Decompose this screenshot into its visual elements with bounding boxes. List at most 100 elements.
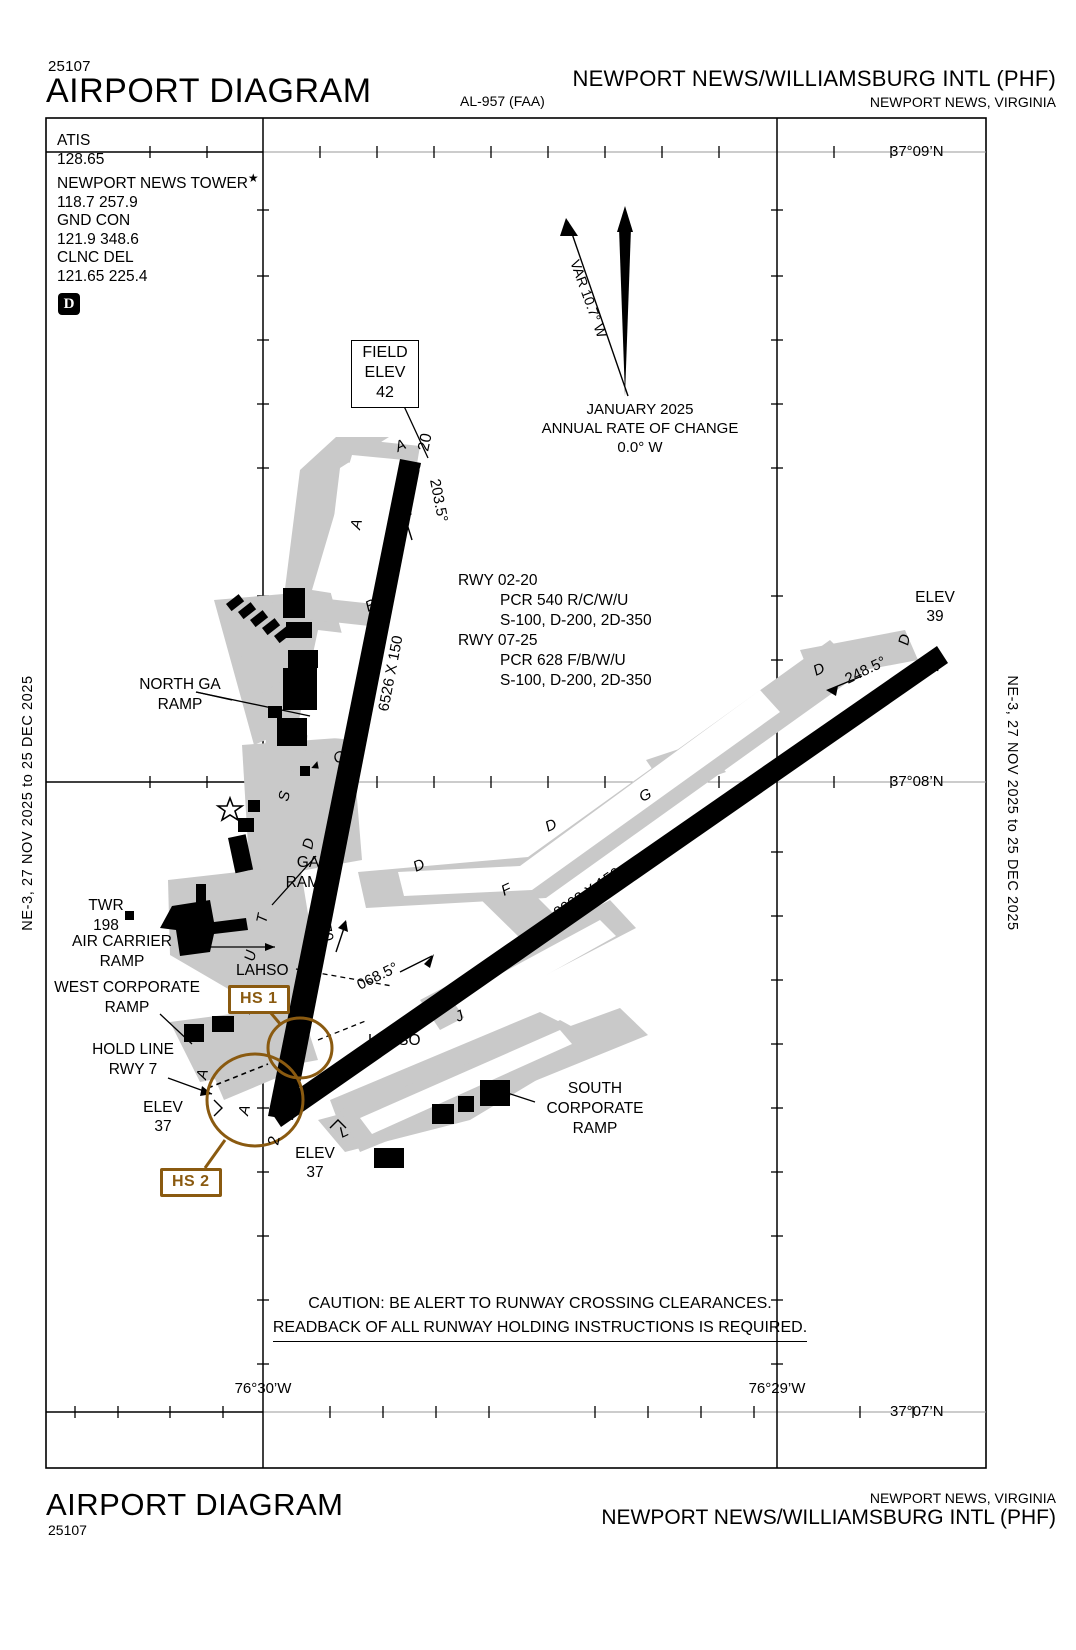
elev-rwy25-block: ELEV 39: [902, 588, 968, 626]
west-corporate-ramp-label: WEST CORPORATE RAMP: [38, 978, 216, 1018]
leader-lines: [159, 403, 536, 1103]
svg-text:D: D: [895, 633, 914, 647]
hotspot-2-box[interactable]: HS 2: [160, 1168, 222, 1197]
ga-ramp-label: GA RAMP: [272, 853, 344, 893]
footer-chart-number: 25107: [48, 1522, 87, 1538]
magnetic-variation-arrow: [560, 206, 633, 397]
svg-text:VAR 10.7° W: VAR 10.7° W: [567, 258, 610, 341]
caution-block: CAUTION: BE ALERT TO RUNWAY CROSSING CLE…: [180, 1292, 900, 1342]
atis-frequency: 128.65: [57, 150, 105, 168]
svg-text:25: 25: [925, 652, 945, 673]
hotspot-1-circle: [266, 1016, 334, 1080]
field-elev-line2: ELEV: [364, 364, 406, 381]
air-carrier-line1: AIR CARRIER: [72, 933, 172, 950]
svg-text:U: U: [241, 949, 260, 963]
lahso-lines: [295, 968, 393, 1041]
svg-text:D: D: [543, 816, 560, 836]
graticule-grid: [46, 118, 986, 1468]
air-carrier-line2: RAMP: [99, 953, 145, 970]
svg-text:2: 2: [265, 1134, 283, 1146]
gnd-con-label: GND CON: [57, 212, 131, 230]
runway-07-25: [269, 646, 948, 1127]
north-ga-ramp-line1: NORTH GA: [139, 676, 221, 693]
elev-rwy25-label: ELEV: [915, 589, 955, 606]
north-ga-ramp-line2: RAMP: [157, 696, 203, 713]
south-corporate-line2: CORPORATE: [546, 1100, 644, 1117]
lat-label-mid: 37°08’N: [890, 773, 944, 790]
north-ga-ramp-label: NORTH GA RAMP: [100, 675, 260, 715]
field-elev-value: 42: [376, 384, 394, 401]
caution-line1: CAUTION: BE ALERT TO RUNWAY CROSSING CLE…: [308, 1295, 772, 1312]
hold-line-line1: HOLD LINE: [92, 1041, 174, 1058]
map-frame: [45, 117, 987, 1469]
rwy-0725-designation: RWY 07-25: [458, 632, 538, 649]
variation-rate-label: ANNUAL RATE OF CHANGE: [541, 420, 739, 437]
svg-text:A: A: [193, 1068, 212, 1082]
buildings: [160, 588, 510, 1168]
variation-date: JANUARY 2025: [586, 401, 694, 418]
hotspot-1-box[interactable]: HS 1: [228, 985, 290, 1014]
footer-airport-name: NEWPORT NEWS/WILLIAMSBURG INTL (PHF): [601, 1506, 1056, 1529]
header-airport-name: NEWPORT NEWS/WILLIAMSBURG INTL (PHF): [572, 66, 1056, 91]
lon-label-right: 76°29’W: [748, 1380, 806, 1397]
svg-text:20: 20: [415, 432, 435, 453]
svg-text:A: A: [347, 518, 366, 532]
rwy-0220-designation: RWY 02-20: [458, 572, 538, 589]
pavement-gaps: [296, 455, 780, 1134]
elev-rwy02-value: 37: [306, 1164, 324, 1181]
rwy-0220-pcr: PCR 540 R/C/W/U: [500, 592, 629, 609]
west-corporate-line1: WEST CORPORATE: [54, 979, 200, 996]
tower-symbol: [125, 911, 134, 920]
elev-rwy25-value: 39: [926, 608, 944, 625]
runway-strength-block: RWY 02-20 PCR 540 R/C/W/U S-100, D-200, …: [458, 571, 652, 691]
field-elevation-box: FIELD ELEV 42: [351, 340, 419, 408]
lon-label-left: 76°30’W: [234, 1380, 292, 1397]
south-corporate-ramp-label: SOUTH CORPORATE RAMP: [525, 1079, 665, 1139]
twr-elevation: 198: [93, 917, 119, 934]
air-carrier-ramp-label: AIR CARRIER RAMP: [42, 932, 202, 972]
svg-text:S: S: [275, 790, 294, 803]
tower-star-icon: ★: [247, 171, 259, 185]
west-corporate-line2: RAMP: [104, 999, 150, 1016]
clnc-del-frequency: 121.65 225.4: [57, 267, 148, 285]
field-elev-line1: FIELD: [362, 344, 408, 361]
hold-line-line2: RWY 7: [108, 1061, 158, 1078]
ga-ramp-line2: RAMP: [285, 874, 331, 891]
rwy-0220-strength: S-100, D-200, 2D-350: [500, 612, 652, 629]
lahso-label-lower: LAHSO: [368, 1032, 421, 1049]
south-corporate-line3: RAMP: [572, 1120, 618, 1137]
svg-text:D: D: [299, 837, 318, 851]
heading-arrows: [335, 507, 863, 973]
footer-city-state: NEWPORT NEWS, VIRGINIA: [869, 1490, 1056, 1506]
atis-label: ATIS: [57, 132, 91, 149]
elev-rwy07-value: 37: [154, 1118, 172, 1135]
twr-label: TWR: [88, 897, 124, 914]
tower-label: NEWPORT NEWS TOWER★: [57, 171, 259, 193]
header-city-state: NEWPORT NEWS, VIRGINIA: [869, 94, 1056, 110]
beacon-star: [215, 795, 245, 822]
atis-d-badge-icon: D: [58, 293, 80, 315]
svg-text:R: R: [299, 679, 318, 693]
elev-rwy07-label: ELEV: [143, 1099, 183, 1116]
hotspot-circles: [203, 1005, 334, 1169]
runway-02-20: [268, 459, 431, 1120]
graticule-ticks: [74, 146, 914, 1418]
elev-rwy07-block: ELEV 37: [130, 1098, 196, 1136]
rwy-0725-pcr: PCR 628 F/B/W/U: [500, 652, 626, 669]
variation-note: JANUARY 2025 ANNUAL RATE OF CHANGE 0.0° …: [490, 400, 790, 457]
south-corporate-line1: SOUTH: [567, 1080, 623, 1097]
communications-block: ATIS 128.65 NEWPORT NEWS TOWER★ 118.7 25…: [57, 132, 259, 286]
hold-line-rwy7-label: HOLD LINE RWY 7: [62, 1040, 204, 1080]
svg-text:203.5°: 203.5°: [426, 478, 451, 524]
lahso-label-upper: LAHSO: [236, 962, 289, 979]
header-al-number: AL-957 (FAA): [460, 93, 545, 109]
svg-text:A: A: [235, 1104, 254, 1118]
lat-label-top: 37°09’N: [890, 143, 944, 160]
elev-rwy02-label: ELEV: [295, 1145, 335, 1162]
lat-label-bottom: 37°07’N: [890, 1403, 944, 1420]
svg-text:068.5°: 068.5°: [354, 959, 401, 993]
hotspot-2-circle: [205, 1052, 305, 1148]
tower-label-block: TWR 198: [58, 896, 154, 936]
